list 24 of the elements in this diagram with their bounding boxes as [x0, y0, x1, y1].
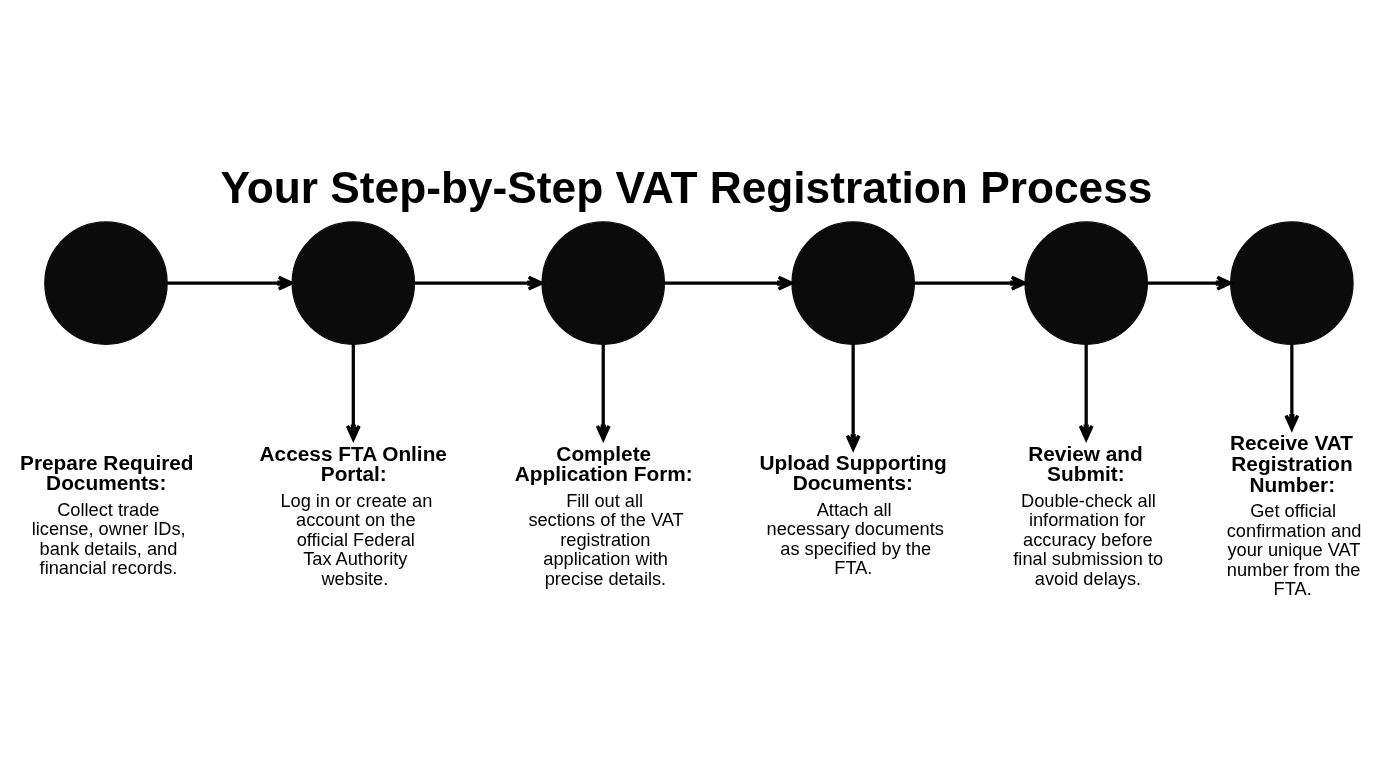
node-label: Prepare Required Documents:	[19, 450, 194, 495]
arrow	[1283, 344, 1299, 431]
diagram-title: Your Step-by-Step VAT Registration Process	[220, 162, 1152, 212]
node-text: Review and Submit: Double-check all information for accuracy before final submission to avoid delays.	[1012, 441, 1163, 589]
node-circle	[790, 221, 915, 345]
node-circle	[540, 221, 665, 345]
arrow	[166, 275, 294, 291]
arrow	[1147, 275, 1232, 291]
node-text: Receive VAT Registration Number: Get official confirmation and your unique VAT number from the FTA.	[1226, 431, 1361, 600]
node-label: Collect trade license, owner IDs, bank details, and financial records.	[31, 499, 186, 579]
node-circle	[291, 221, 415, 345]
arrow	[664, 275, 793, 291]
node-text: Access FTA Online Portal: Log in or create an account on the official Federal Tax Authority website.	[259, 441, 447, 589]
node-circle	[43, 221, 168, 345]
arrow	[345, 344, 361, 441]
arrow	[414, 275, 543, 291]
node-text: Complete Application Form: Fill out all sections of the VAT registration application with precise details.	[514, 441, 693, 589]
node-circle	[1023, 221, 1148, 345]
node-text: Upload Supporting Documents: Attach all necessary documents as specified by the FTA.	[758, 450, 947, 579]
arrow	[845, 344, 861, 451]
arrow	[1078, 344, 1094, 441]
arrow	[914, 275, 1026, 291]
node-circle	[1229, 221, 1354, 345]
arrow	[595, 344, 611, 441]
